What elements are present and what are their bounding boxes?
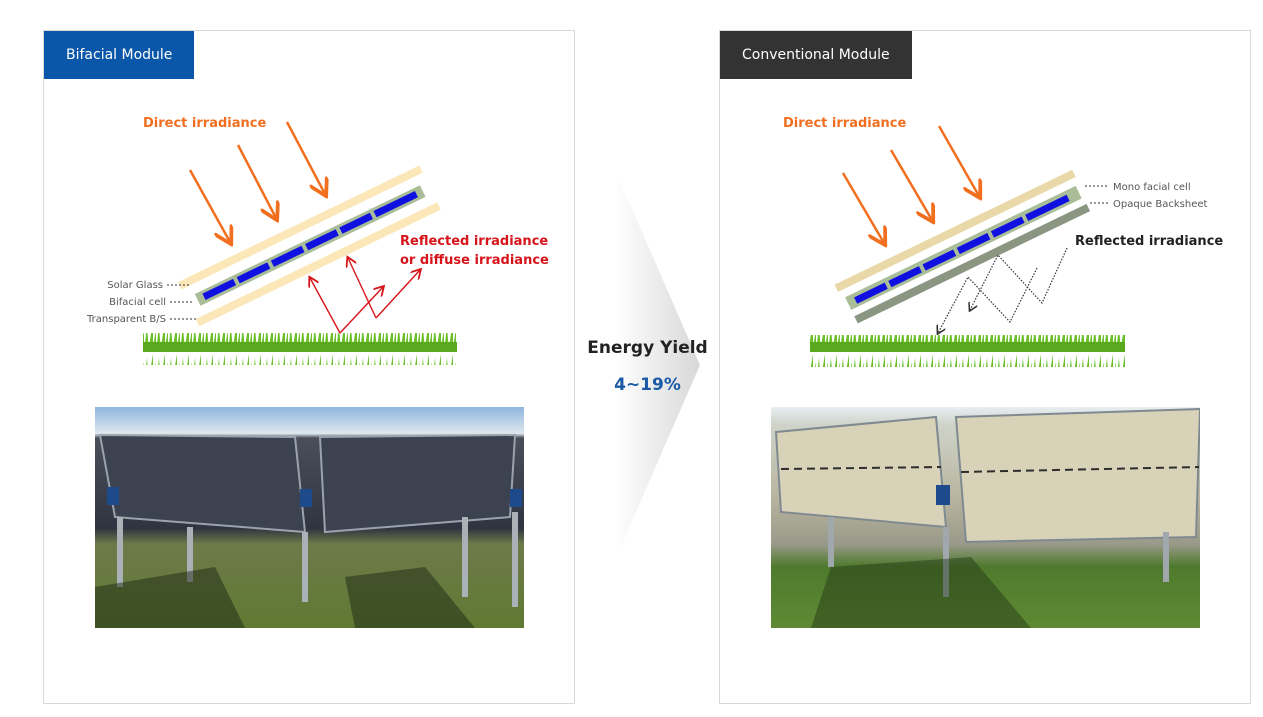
- bifacial-reflected-label-2: or diffuse irradiance: [400, 253, 549, 268]
- layer-label-mono-facial-cell: Mono facial cell: [1113, 182, 1191, 193]
- layer-label-solar-glass: Solar Glass: [107, 280, 163, 291]
- bifacial-reflected-label-1: Reflected irradiance: [400, 234, 548, 249]
- conventional-reflected-label: Reflected irradiance: [1075, 234, 1223, 249]
- energy-yield-value: 4~19%: [614, 375, 681, 395]
- bifacial-leader-lines: [167, 284, 198, 320]
- conventional-photo: [771, 407, 1200, 628]
- conventional-panel: [834, 169, 1091, 324]
- bifacial-photo-art: [95, 433, 522, 628]
- bifacial-direct-label: Direct irradiance: [143, 116, 266, 131]
- conventional-card: Conventional Module: [719, 30, 1251, 704]
- layer-label-opaque-backsheet: Opaque Backsheet: [1113, 199, 1207, 210]
- conventional-reflected-arrows: [938, 247, 1068, 333]
- bifacial-photo: [95, 407, 524, 628]
- bifacial-panel: [178, 165, 441, 327]
- energy-yield-title: Energy Yield: [587, 338, 708, 358]
- comparison-arrow-shape: [615, 170, 700, 560]
- bifacial-reflected-arrows: [310, 258, 420, 334]
- bifacial-direct-arrows: [188, 121, 325, 242]
- layer-label-bifacial-cell: Bifacial cell: [109, 297, 166, 308]
- bifacial-grass: [143, 333, 457, 365]
- conventional-leader-lines: [1085, 185, 1108, 204]
- bifacial-tag: Bifacial Module: [44, 31, 195, 79]
- conventional-photo-art: [774, 407, 1200, 628]
- layer-label-transparent-bs: Transparent B/S: [86, 314, 166, 325]
- conventional-direct-arrows: [841, 125, 979, 243]
- conventional-tag: Conventional Module: [720, 31, 912, 79]
- conventional-direct-label: Direct irradiance: [783, 116, 906, 131]
- bifacial-card: Bifacial Module: [43, 30, 575, 704]
- conventional-grass: [810, 335, 1125, 367]
